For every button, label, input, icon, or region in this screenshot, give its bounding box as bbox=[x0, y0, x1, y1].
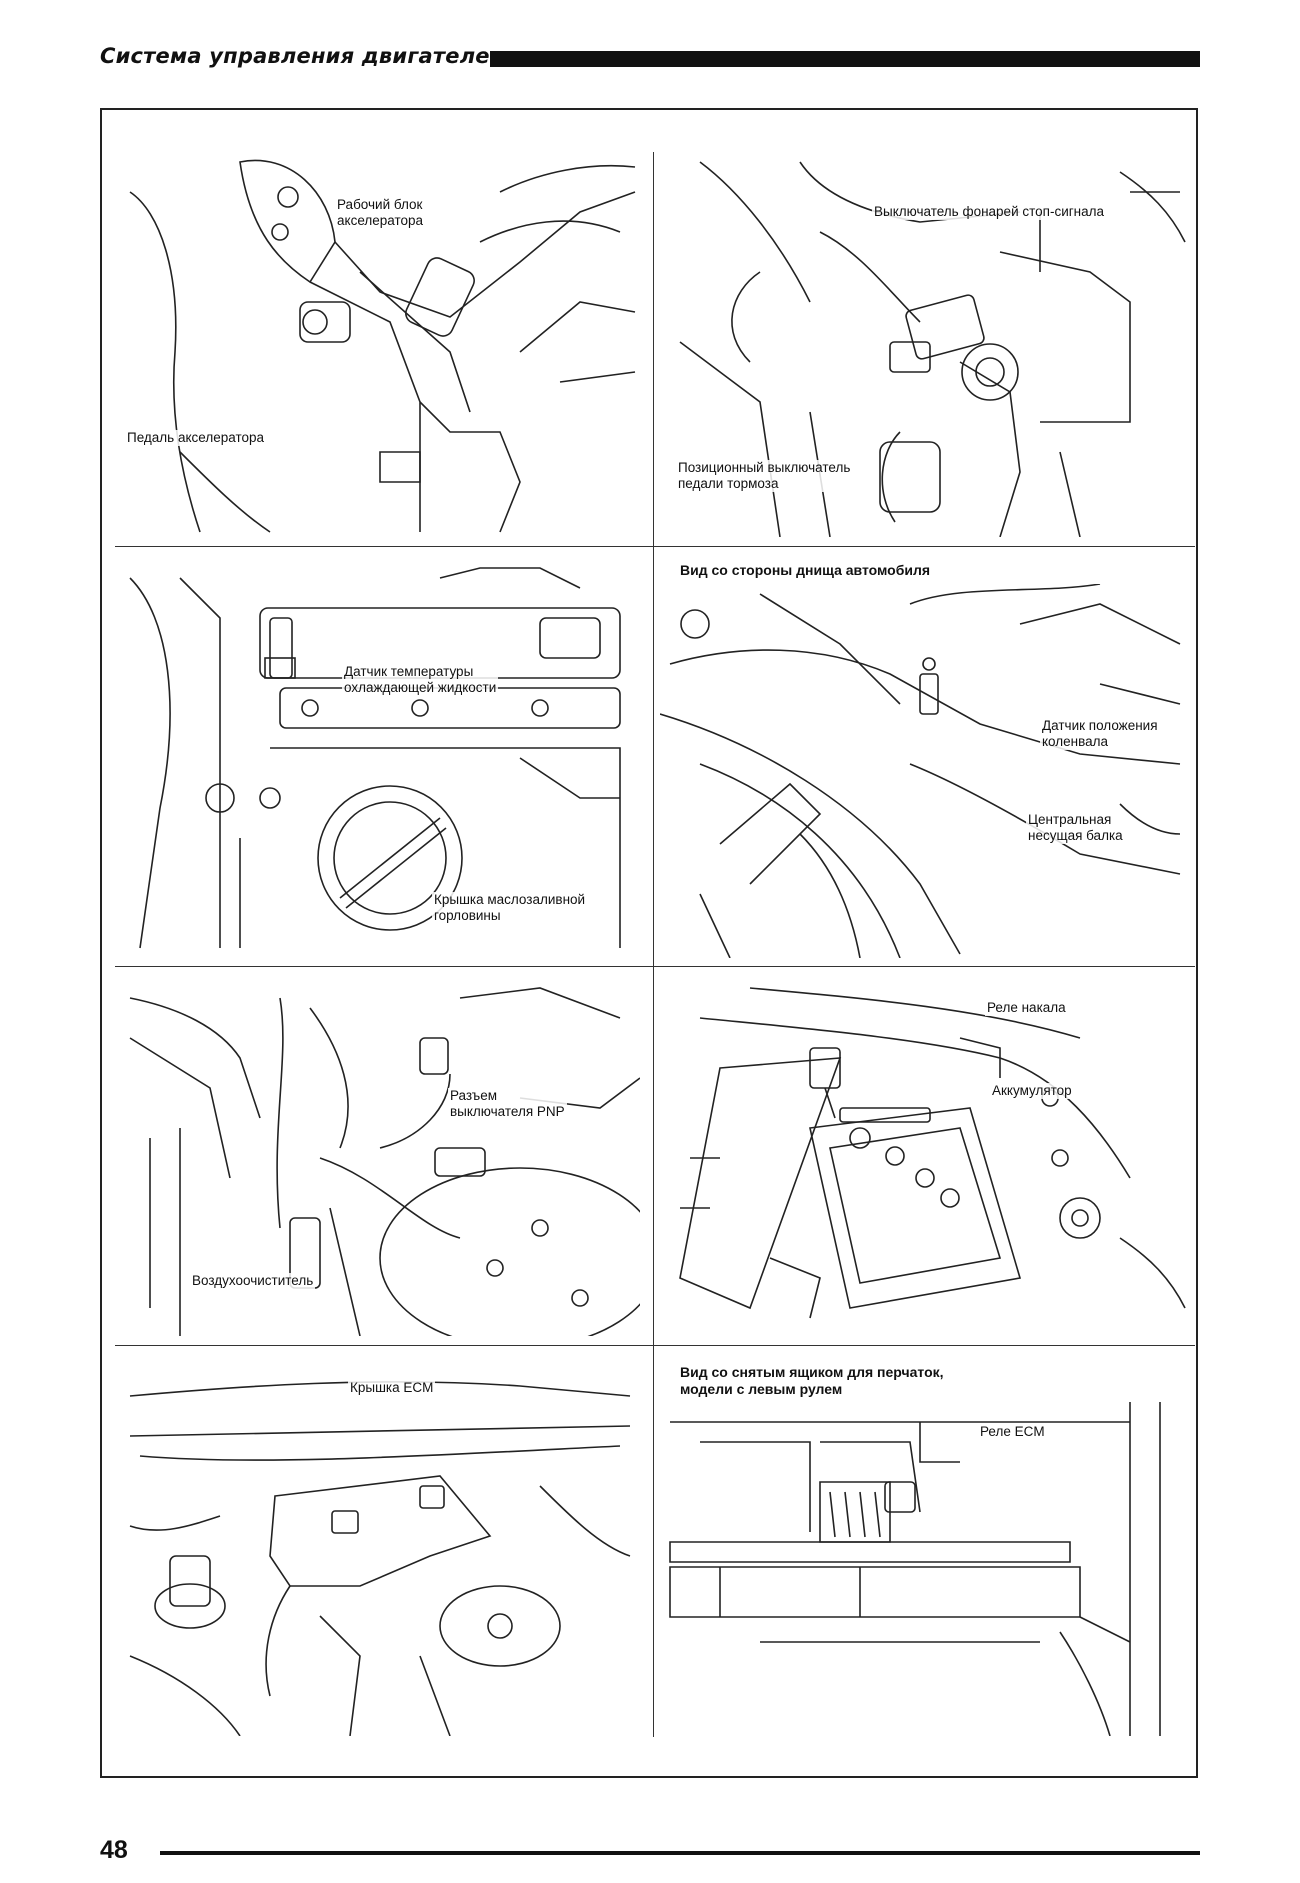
label-accelerator-unit: Рабочий блок акселератора bbox=[335, 197, 426, 229]
label-oil-filler-cap: Крышка маслозаливной горловины bbox=[432, 892, 588, 924]
label-air-cleaner: Воздухоочиститель bbox=[190, 1273, 316, 1289]
page-number: 48 bbox=[100, 1836, 128, 1864]
underbody-drawing bbox=[660, 584, 1181, 958]
figure-glow-relay-battery: Реле накала Аккумулятор bbox=[660, 978, 1190, 1336]
ecm-cover-drawing bbox=[129, 1381, 631, 1736]
engine-block-drawing bbox=[129, 567, 621, 949]
transmission-drawing bbox=[129, 987, 640, 1336]
caption-underbody-view: Вид со стороны днища автомобиля bbox=[680, 562, 931, 578]
header-rule bbox=[490, 51, 1200, 67]
label-accelerator-pedal: Педаль акселератора bbox=[125, 430, 266, 446]
label-coolant-temp-sensor: Датчик температуры охлаждающей жидкости bbox=[342, 664, 499, 696]
figure-pnp-connector: Разъем выключателя PNP Воздухоочиститель bbox=[120, 978, 640, 1336]
label-brake-position-switch: Позиционный выключатель педали тормоза bbox=[676, 460, 853, 492]
figure-crankshaft-sensor: Датчик положения коленвала Центральная н… bbox=[660, 584, 1190, 958]
grid-divider-vertical bbox=[653, 152, 654, 1737]
caption-glovebox-removed: Вид со снятым ящиком для перчаток, модел… bbox=[680, 1364, 944, 1397]
label-ecm-relay: Реле ECM bbox=[978, 1424, 1047, 1440]
label-battery: Аккумулятор bbox=[990, 1083, 1074, 1099]
grid-divider-row1 bbox=[115, 546, 1195, 547]
grid-divider-row3 bbox=[115, 1345, 1195, 1346]
section-title: Система управления двигателем bbox=[100, 44, 508, 68]
label-pnp-switch-connector: Разъем выключателя PNP bbox=[448, 1088, 567, 1120]
accelerator-drawing bbox=[129, 159, 636, 533]
figure-brake-switches: Выключатель фонарей стоп-сигнала Позицио… bbox=[660, 152, 1190, 537]
figure-coolant-sensor: Датчик температуры охлаждающей жидкости … bbox=[120, 558, 640, 958]
battery-drawing bbox=[679, 987, 1186, 1319]
label-center-member: Центральная несущая балка bbox=[1026, 812, 1125, 844]
footer-rule bbox=[160, 1851, 1200, 1855]
grid-divider-row2 bbox=[115, 966, 1195, 967]
figure-frame bbox=[100, 108, 1198, 1778]
label-ecm-cover: Крышка ECM bbox=[348, 1380, 436, 1396]
label-crankshaft-position-sensor: Датчик положения коленвала bbox=[1040, 718, 1160, 750]
label-stop-lamp-switch: Выключатель фонарей стоп-сигнала bbox=[872, 204, 1107, 220]
figure-ecm-relay: Реле ECM bbox=[660, 1402, 1190, 1736]
dashboard-drawing bbox=[669, 1402, 1161, 1736]
figure-accelerator-pedal: Рабочий блок акселератора Педаль акселер… bbox=[120, 152, 640, 537]
label-glow-relay: Реле накала bbox=[985, 1000, 1068, 1016]
brake-pedal-drawing bbox=[679, 161, 1186, 537]
figure-ecm-cover: Крышка ECM bbox=[120, 1356, 640, 1736]
